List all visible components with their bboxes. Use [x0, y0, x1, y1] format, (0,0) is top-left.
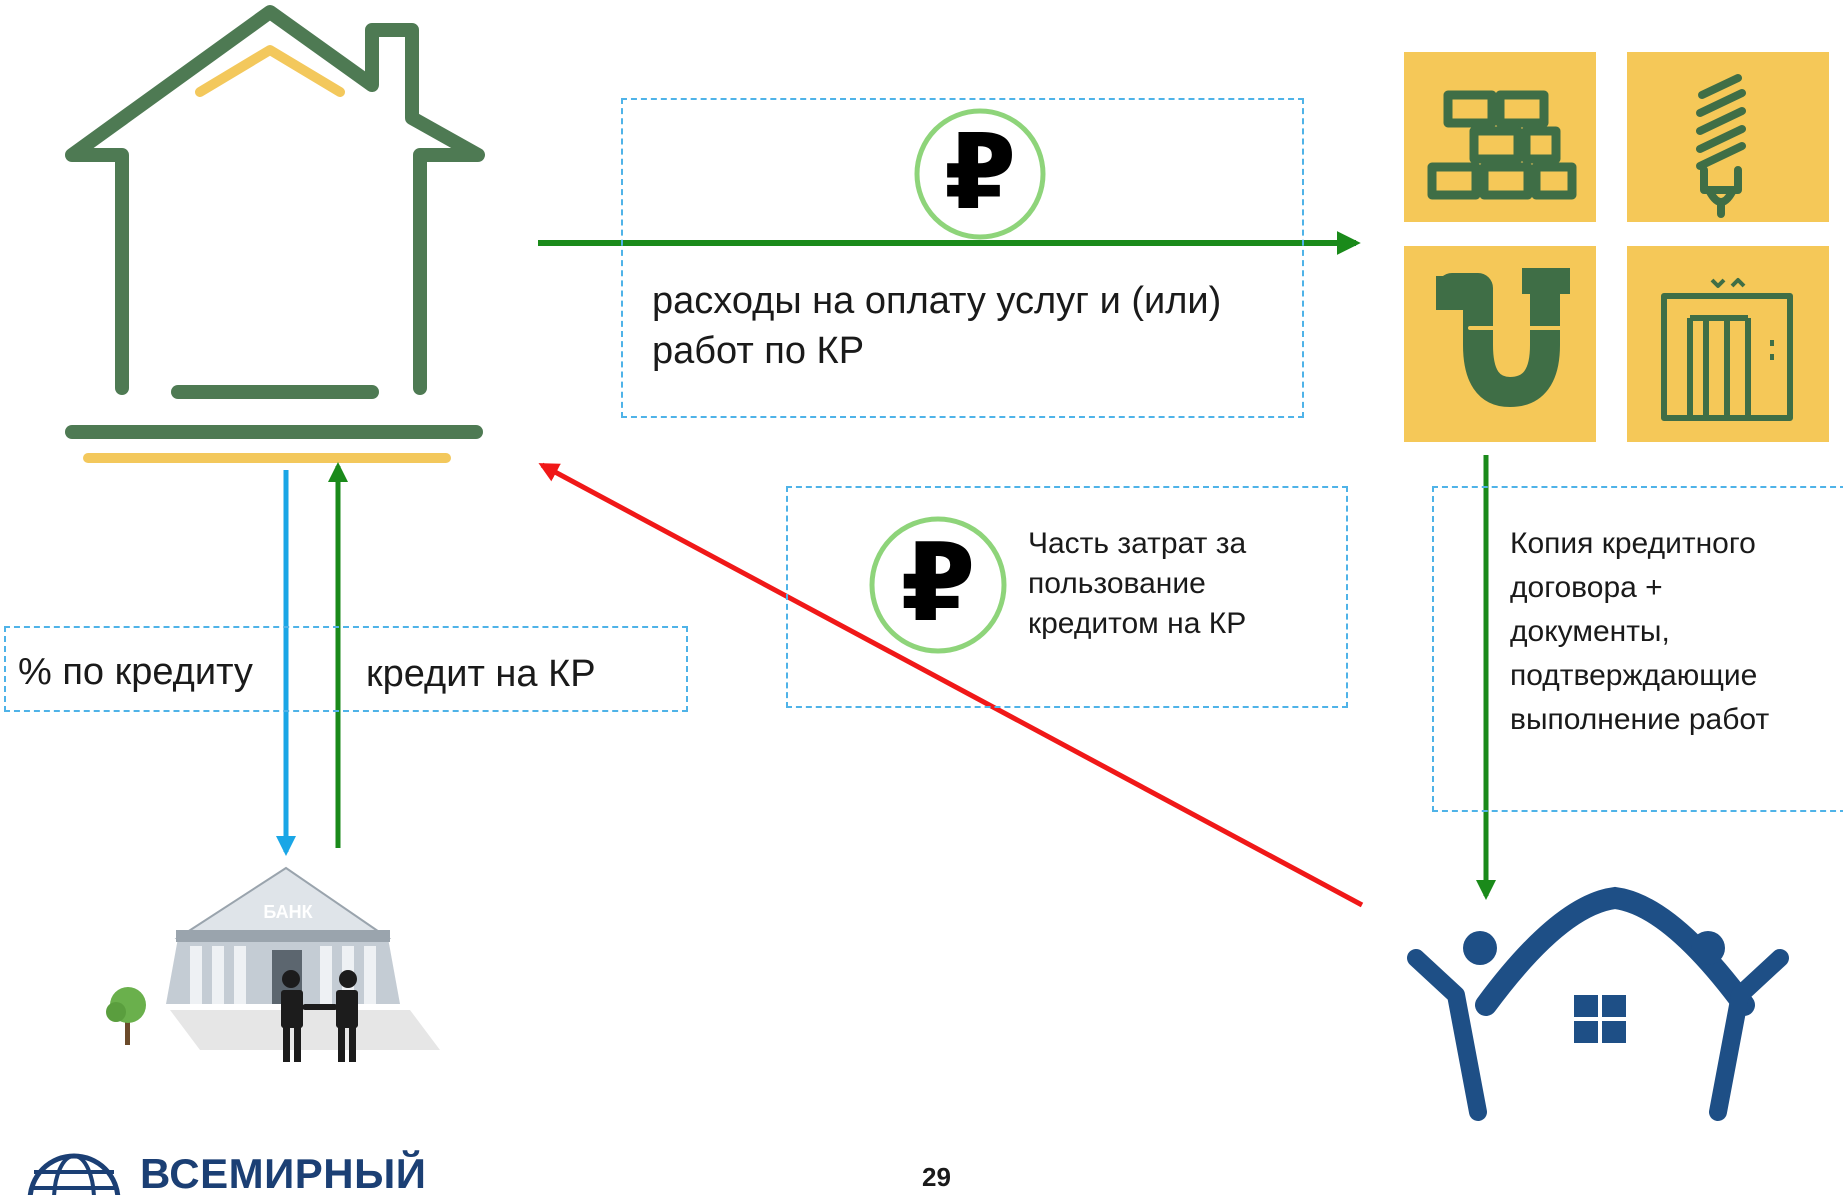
page-number: 29: [922, 1162, 951, 1192]
documents-label: Копия кредитного договора + документы, п…: [1510, 527, 1770, 736]
handshake-people-icon: [281, 970, 358, 1062]
light-bulb-icon: [1696, 74, 1746, 218]
people-house-logo-icon: [1407, 886, 1789, 1121]
svg-text:₽: ₽: [944, 111, 1016, 233]
globe-icon: [27, 1153, 121, 1195]
documents-box: [1432, 486, 1843, 812]
payment-box: [621, 98, 1304, 418]
reimbursement-box: [786, 486, 1348, 708]
ruble-coin-icon: ₽: [914, 108, 1046, 240]
brick-wall-icon: [1427, 90, 1577, 200]
world-bank-logo: ВСЕМИРНЫЙ БАНК: [12, 1148, 532, 1195]
payment-label: расходы на оплату услуг и (или) работ по…: [652, 280, 1222, 372]
repair-tiles: [1404, 52, 1829, 442]
bank-building-icon: БАНК: [106, 866, 440, 1062]
arrow-reimbursement-to-house: [538, 462, 1364, 908]
world-bank-logo-text: ВСЕМИРНЫЙ БАНК: [140, 1150, 427, 1195]
tree-icon: [106, 987, 146, 1045]
bank-sign-label: БАНК: [263, 902, 313, 922]
elevator-icon: [1661, 278, 1793, 421]
ruble-coin-icon: ₽: [869, 516, 1007, 654]
interest-label: % по кредиту: [18, 651, 253, 693]
house-outline-icon: [65, 5, 485, 463]
reimbursement-label: Часть затрат за пользование кредитом на …: [1028, 527, 1247, 640]
credit-label: кредит на КР: [366, 653, 596, 695]
credit-box: [4, 626, 688, 712]
svg-text:₽: ₽: [900, 521, 975, 646]
pipe-icon: [1436, 268, 1570, 407]
